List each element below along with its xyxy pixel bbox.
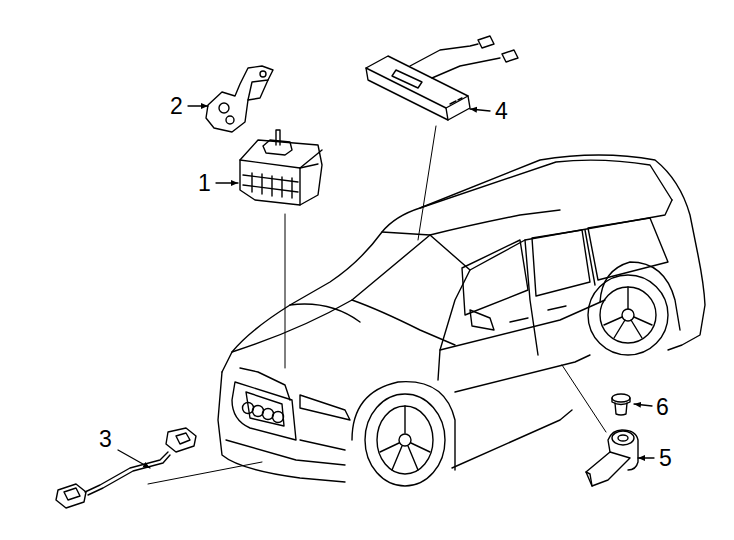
sensor-part bbox=[586, 430, 638, 486]
callout-number: 3 bbox=[99, 428, 112, 451]
callout-number: 4 bbox=[495, 100, 508, 123]
callout-number: 6 bbox=[656, 396, 669, 419]
actuator-part bbox=[240, 130, 322, 205]
callout-number: 1 bbox=[198, 172, 211, 195]
callout-number: 5 bbox=[659, 447, 672, 470]
callout-number: 2 bbox=[170, 95, 183, 118]
bracket-part bbox=[206, 66, 273, 132]
leader-lines bbox=[148, 126, 606, 484]
screw-part bbox=[612, 394, 630, 415]
callout-arrows bbox=[118, 106, 654, 468]
wire-harness-part bbox=[56, 428, 196, 508]
